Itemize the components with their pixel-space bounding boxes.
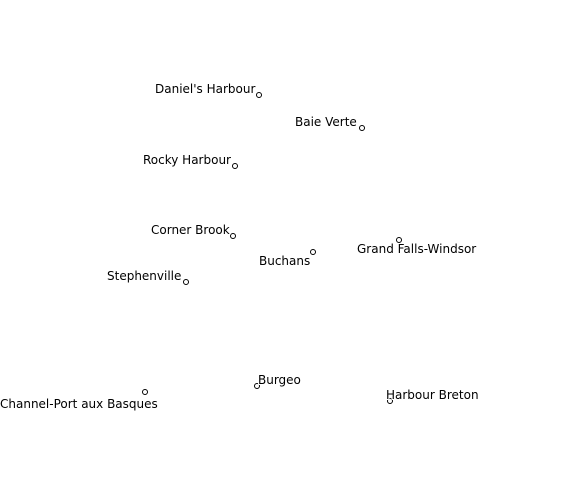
place-label: Stephenville xyxy=(107,269,182,283)
town-marker-icon xyxy=(183,279,189,285)
town-marker-icon xyxy=(359,125,365,131)
town-marker-icon xyxy=(256,92,262,98)
place-label: Daniel's Harbour xyxy=(155,82,256,96)
town-marker-icon xyxy=(232,163,238,169)
place-label: Baie Verte xyxy=(295,115,357,129)
town-marker-icon xyxy=(310,249,316,255)
town-marker-icon xyxy=(230,233,236,239)
town-marker-icon xyxy=(396,237,402,243)
town-marker-icon xyxy=(142,389,148,395)
town-marker-icon xyxy=(387,398,393,404)
place-label: Channel-Port aux Basques xyxy=(0,397,158,411)
place-label: Burgeo xyxy=(258,373,301,387)
place-label: Harbour Breton xyxy=(386,388,479,402)
place-label: Rocky Harbour xyxy=(143,153,231,167)
place-label: Buchans xyxy=(259,254,311,268)
place-label: Corner Brook xyxy=(151,223,230,237)
town-marker-icon xyxy=(254,383,260,389)
place-label: Grand Falls-Windsor xyxy=(357,242,477,256)
